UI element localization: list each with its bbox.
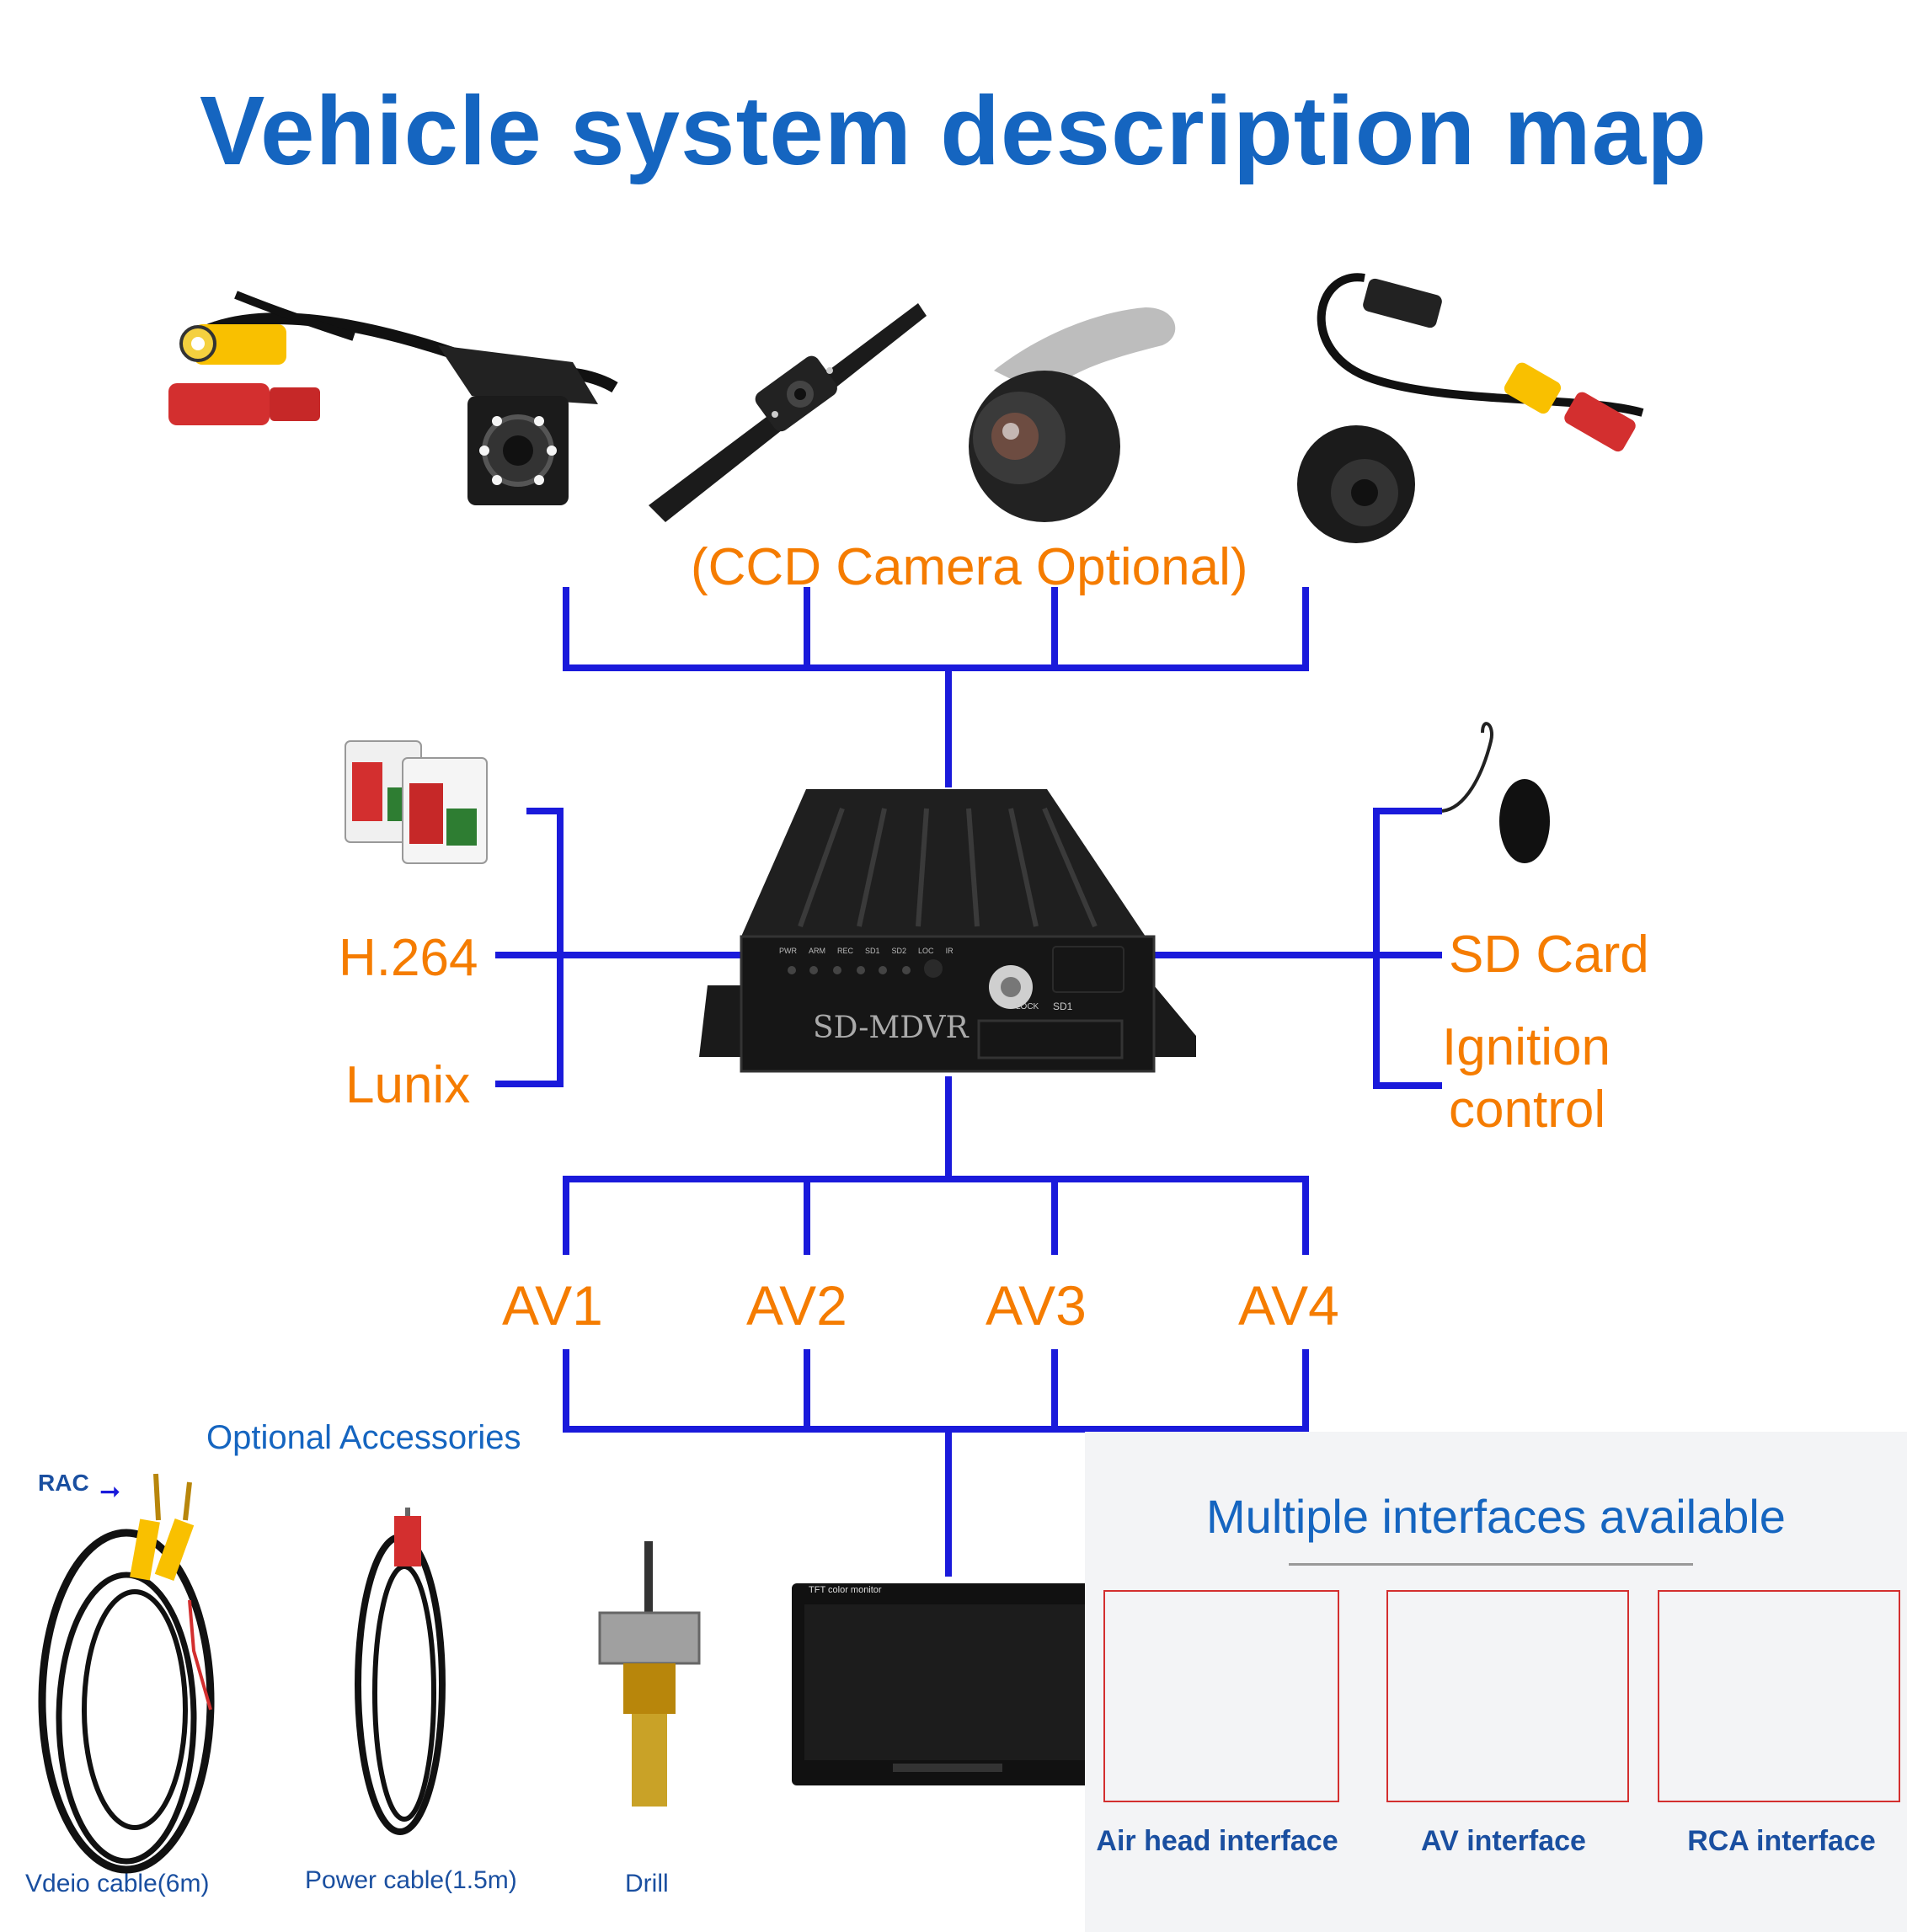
led-label: SD2 [891, 947, 907, 955]
ignition-sensor-image [1441, 722, 1550, 863]
rac-label: RAC [38, 1470, 89, 1496]
drill-image [598, 1541, 701, 1807]
rca-interface-label: RCA interface [1687, 1825, 1876, 1857]
h264-label: H.264 [339, 929, 478, 987]
device-label: SD-MDVR [813, 1011, 969, 1045]
ignition-label-line2: control [1449, 1081, 1606, 1139]
interfaces-divider [1289, 1563, 1693, 1566]
lunix-label: Lunix [345, 1056, 471, 1114]
led-label: IR [945, 947, 954, 955]
av-interface-label: AV interface [1421, 1825, 1586, 1857]
flush-camera-image [1297, 273, 1644, 543]
air-head-interface-frame [1103, 1590, 1339, 1802]
video-cable-image [38, 1473, 215, 1874]
av4-label: AV4 [1238, 1274, 1339, 1337]
air-head-interface-label: Air head interface [1096, 1825, 1338, 1857]
drill-caption: Drill [625, 1870, 669, 1897]
device-led-labels: PWR ARM REC SD1 SD2 LOC IR [779, 947, 954, 955]
interfaces-heading: Multiple interfaces available [1206, 1490, 1786, 1543]
led-label: SD1 [865, 947, 880, 955]
ignition-label-line1: Ignition [1442, 1018, 1611, 1076]
power-cable-caption: Power cable(1.5m) [305, 1866, 517, 1894]
rca-interface-frame [1658, 1590, 1900, 1802]
monitor-label: TFT color monitor [809, 1585, 882, 1595]
mdvr-device-image [699, 789, 1196, 1073]
led-label: ARM [809, 947, 825, 955]
sd-card-label: SD Card [1449, 926, 1649, 984]
page-title: Vehicle system description map [199, 76, 1708, 185]
connector-lines [495, 587, 1442, 1577]
av3-label: AV3 [986, 1274, 1087, 1337]
av1-label: AV1 [502, 1274, 603, 1337]
bracket-camera-image [969, 307, 1176, 522]
interfaces-panel [1085, 1432, 1907, 1932]
accessories-heading: Optional Accessories [206, 1419, 521, 1456]
power-cable-image [355, 1508, 446, 1835]
lock-mark: LOCK [1016, 1002, 1039, 1011]
license-plate-camera-image [649, 303, 927, 522]
led-label: PWR [779, 947, 797, 955]
av2-label: AV2 [746, 1274, 847, 1337]
video-cable-caption: Vdeio cable(6m) [25, 1870, 210, 1897]
sd1-slot-mark: SD1 [1053, 1001, 1073, 1012]
monitor-image [792, 1583, 1103, 1785]
led-label: REC [837, 947, 854, 955]
square-camera-image [168, 291, 618, 505]
av-interface-frame [1386, 1590, 1629, 1802]
cameras-label: (CCD Camera Optional) [691, 538, 1248, 596]
rac-arrow-icon: ➞ [99, 1478, 121, 1506]
sd-card-packs-image [345, 740, 488, 864]
led-label: LOC [918, 947, 934, 955]
